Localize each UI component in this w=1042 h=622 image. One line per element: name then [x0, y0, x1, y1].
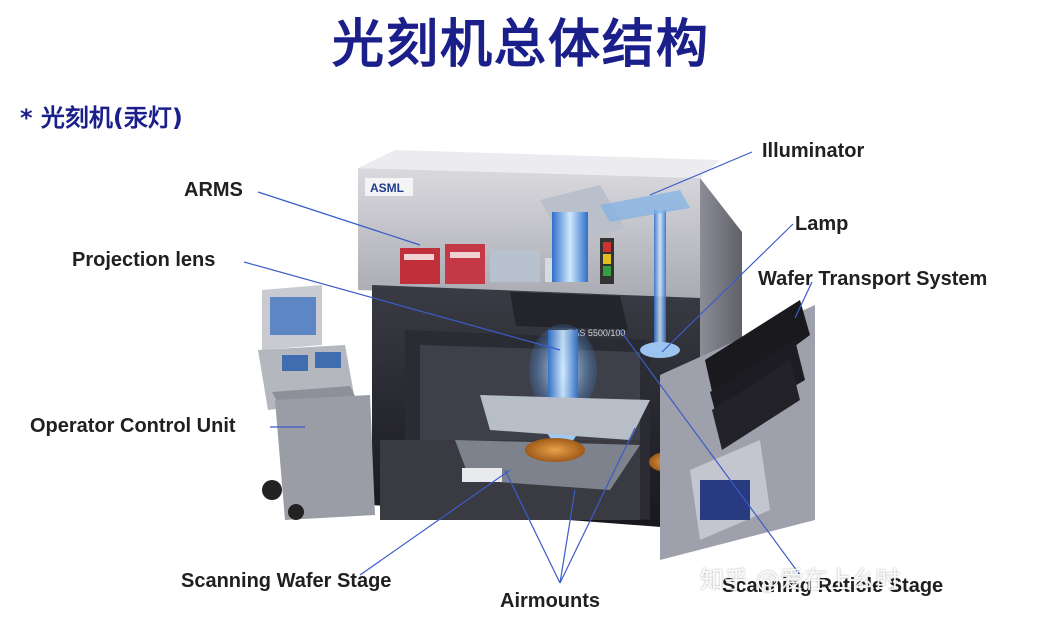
- svg-text:ASML: ASML: [370, 181, 404, 195]
- callout-airmount-1: [504, 469, 561, 584]
- label-scanning-reticle-stage: Scanning Reticle Stage: [722, 575, 944, 597]
- page-subtitle: * 光刻机(汞灯): [20, 104, 183, 132]
- wafer-transport-unit: [660, 300, 815, 560]
- callout-projection: [243, 261, 561, 351]
- illuminator-column: [540, 185, 625, 284]
- callout-wafer-stage: [359, 469, 511, 576]
- label-lamp: Lamp: [795, 213, 849, 235]
- callout-lamp: [661, 223, 794, 353]
- source-watermark: 知乎 @爱在上幺时: [700, 566, 900, 594]
- callout-wafer-transport: [794, 281, 813, 319]
- label-projection-lens: Projection lens: [72, 249, 216, 271]
- callout-airmount-2: [559, 489, 576, 584]
- label-operator-control-unit: Operator Control Unit: [30, 415, 236, 437]
- label-illuminator: Illuminator: [762, 140, 865, 162]
- label-wafer-transport-system: Wafer Transport System: [758, 268, 988, 290]
- projection-lens: [529, 324, 597, 445]
- lamp-beam: [600, 190, 690, 358]
- callout-airmount-3: [559, 427, 636, 584]
- label-arms: ARMS: [184, 179, 243, 201]
- reticle-stage-block: PAS 5500/100: [510, 292, 628, 338]
- operator-console: [258, 285, 375, 520]
- callout-reticle-stage: [619, 329, 801, 576]
- callout-illuminator: [649, 151, 753, 196]
- wafer-stage-platform: [455, 395, 685, 490]
- label-scanning-wafer-stage: Scanning Wafer Stage: [181, 570, 392, 592]
- callout-lines: [243, 151, 813, 584]
- svg-text:PAS 5500/100: PAS 5500/100: [568, 328, 625, 338]
- label-airmounts: Airmounts: [500, 590, 600, 612]
- asml-logo: ASML: [365, 178, 413, 196]
- callout-arms: [257, 191, 421, 246]
- page-title: 光刻机总体结构: [331, 15, 710, 75]
